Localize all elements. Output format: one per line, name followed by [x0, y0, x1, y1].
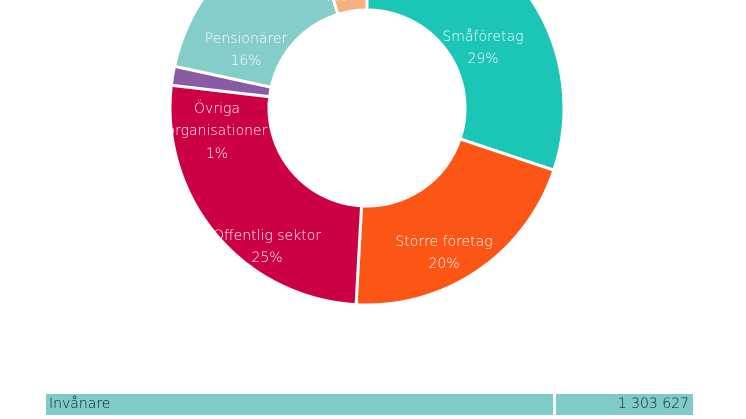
donut-slice — [332, 0, 369, 17]
donut-slice — [168, 83, 364, 307]
summary-row: Invånare 1 303 627 — [46, 394, 693, 415]
slice-label: 7% — [325, 0, 347, 5]
summary-label: Invånare — [46, 394, 553, 415]
donut-slice — [354, 137, 556, 307]
summary-value: 1 303 627 — [556, 394, 693, 415]
donut-slice — [172, 0, 340, 90]
donut-slice — [365, 0, 566, 173]
